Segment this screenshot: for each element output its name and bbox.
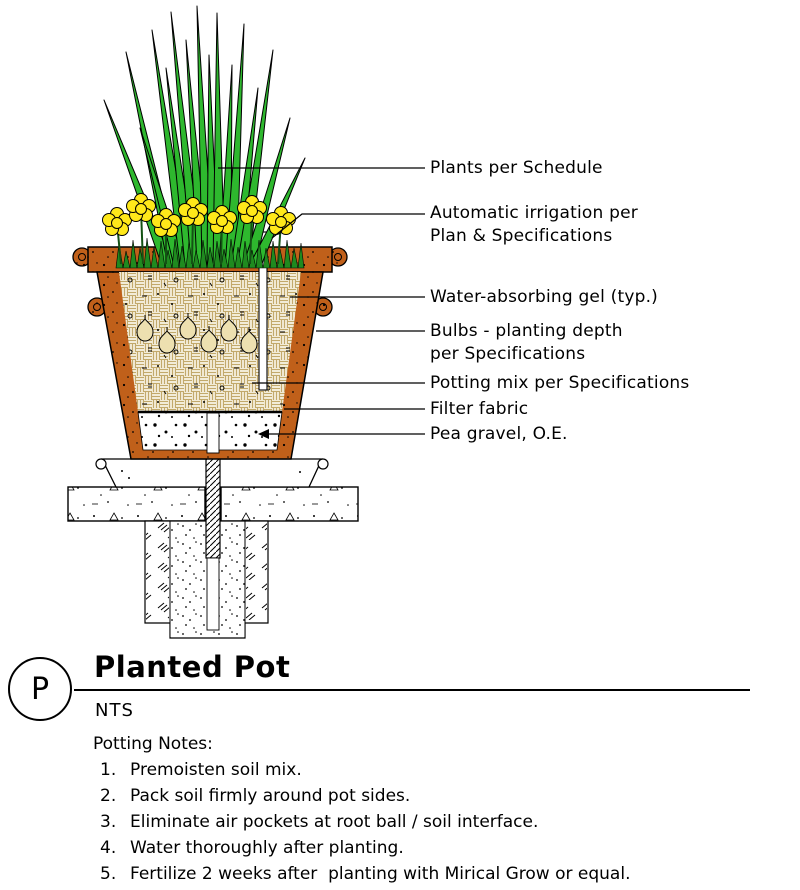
callout-potting-mix: Potting mix per Specifications <box>430 372 689 395</box>
callout-gel-text: Water-absorbing gel (typ.) <box>430 287 659 307</box>
callout-potting-mix-text: Potting mix per Specifications <box>430 373 690 393</box>
callout-irrigation: Automatic irrigation per Plan & Specific… <box>430 202 638 248</box>
title-rule <box>74 689 750 691</box>
drain-pipe <box>205 451 221 631</box>
grass-fringe <box>115 237 305 269</box>
note-item: 5. Fertilize 2 weeks after planting with … <box>93 861 630 887</box>
note-number: 3. <box>100 812 117 832</box>
note-number: 5. <box>100 864 117 884</box>
detail-letter: P <box>30 671 50 707</box>
callout-irrigation-line1: Automatic irrigation per <box>430 203 638 223</box>
detail-bubble: P <box>8 657 72 721</box>
callout-plants: Plants per Schedule <box>430 157 603 180</box>
leader-irrigation <box>271 213 425 239</box>
callout-irrigation-line2: Plan & Specifications <box>430 226 613 246</box>
callout-pea-gravel: Pea gravel, O.E. <box>430 423 568 446</box>
note-text: Pack soil firmly around pot sides. <box>130 786 411 806</box>
callout-filter-fabric: Filter fabric <box>430 398 528 421</box>
note-item: 2. Pack soil firmly around pot sides. <box>93 783 630 809</box>
potting-notes: Potting Notes: 1. Premoisten soil mix. 2.… <box>93 731 630 887</box>
note-text: Premoisten soil mix. <box>130 760 302 780</box>
note-number: 4. <box>100 838 117 858</box>
notes-heading: Potting Notes: <box>93 734 213 754</box>
leader-lines <box>218 167 425 439</box>
note-number: 1. <box>100 760 117 780</box>
concrete-paving <box>67 486 359 522</box>
callout-bulbs-line2: per Specifications <box>430 344 586 364</box>
drain-slot <box>206 412 220 454</box>
callout-plants-text: Plants per Schedule <box>430 158 603 178</box>
callout-filter-fabric-text: Filter fabric <box>430 399 529 419</box>
planted-pot-drawing <box>67 5 425 639</box>
detail-scale: NTS <box>95 700 134 721</box>
note-text: Water thoroughly after planting. <box>130 838 404 858</box>
callout-gel: Water-absorbing gel (typ.) <box>430 286 658 309</box>
note-item: 4. Water thoroughly after planting. <box>93 835 630 861</box>
callout-pea-gravel-text: Pea gravel, O.E. <box>430 424 568 444</box>
note-item: 3. Eliminate air pockets at root ball / s… <box>93 809 630 835</box>
note-item: 1. Premoisten soil mix. <box>93 757 630 783</box>
pea-gravel-arrowhead <box>258 429 269 439</box>
note-text: Fertilize 2 weeks after planting with Mi… <box>130 864 631 884</box>
callout-bulbs: Bulbs - planting depth per Specification… <box>430 320 623 366</box>
pea-gravel-area <box>137 410 283 454</box>
callout-bulbs-line1: Bulbs - planting depth <box>430 321 623 341</box>
note-text: Eliminate air pockets at root ball / soi… <box>130 812 539 832</box>
detail-title: Planted Pot <box>94 650 291 684</box>
note-number: 2. <box>100 786 117 806</box>
